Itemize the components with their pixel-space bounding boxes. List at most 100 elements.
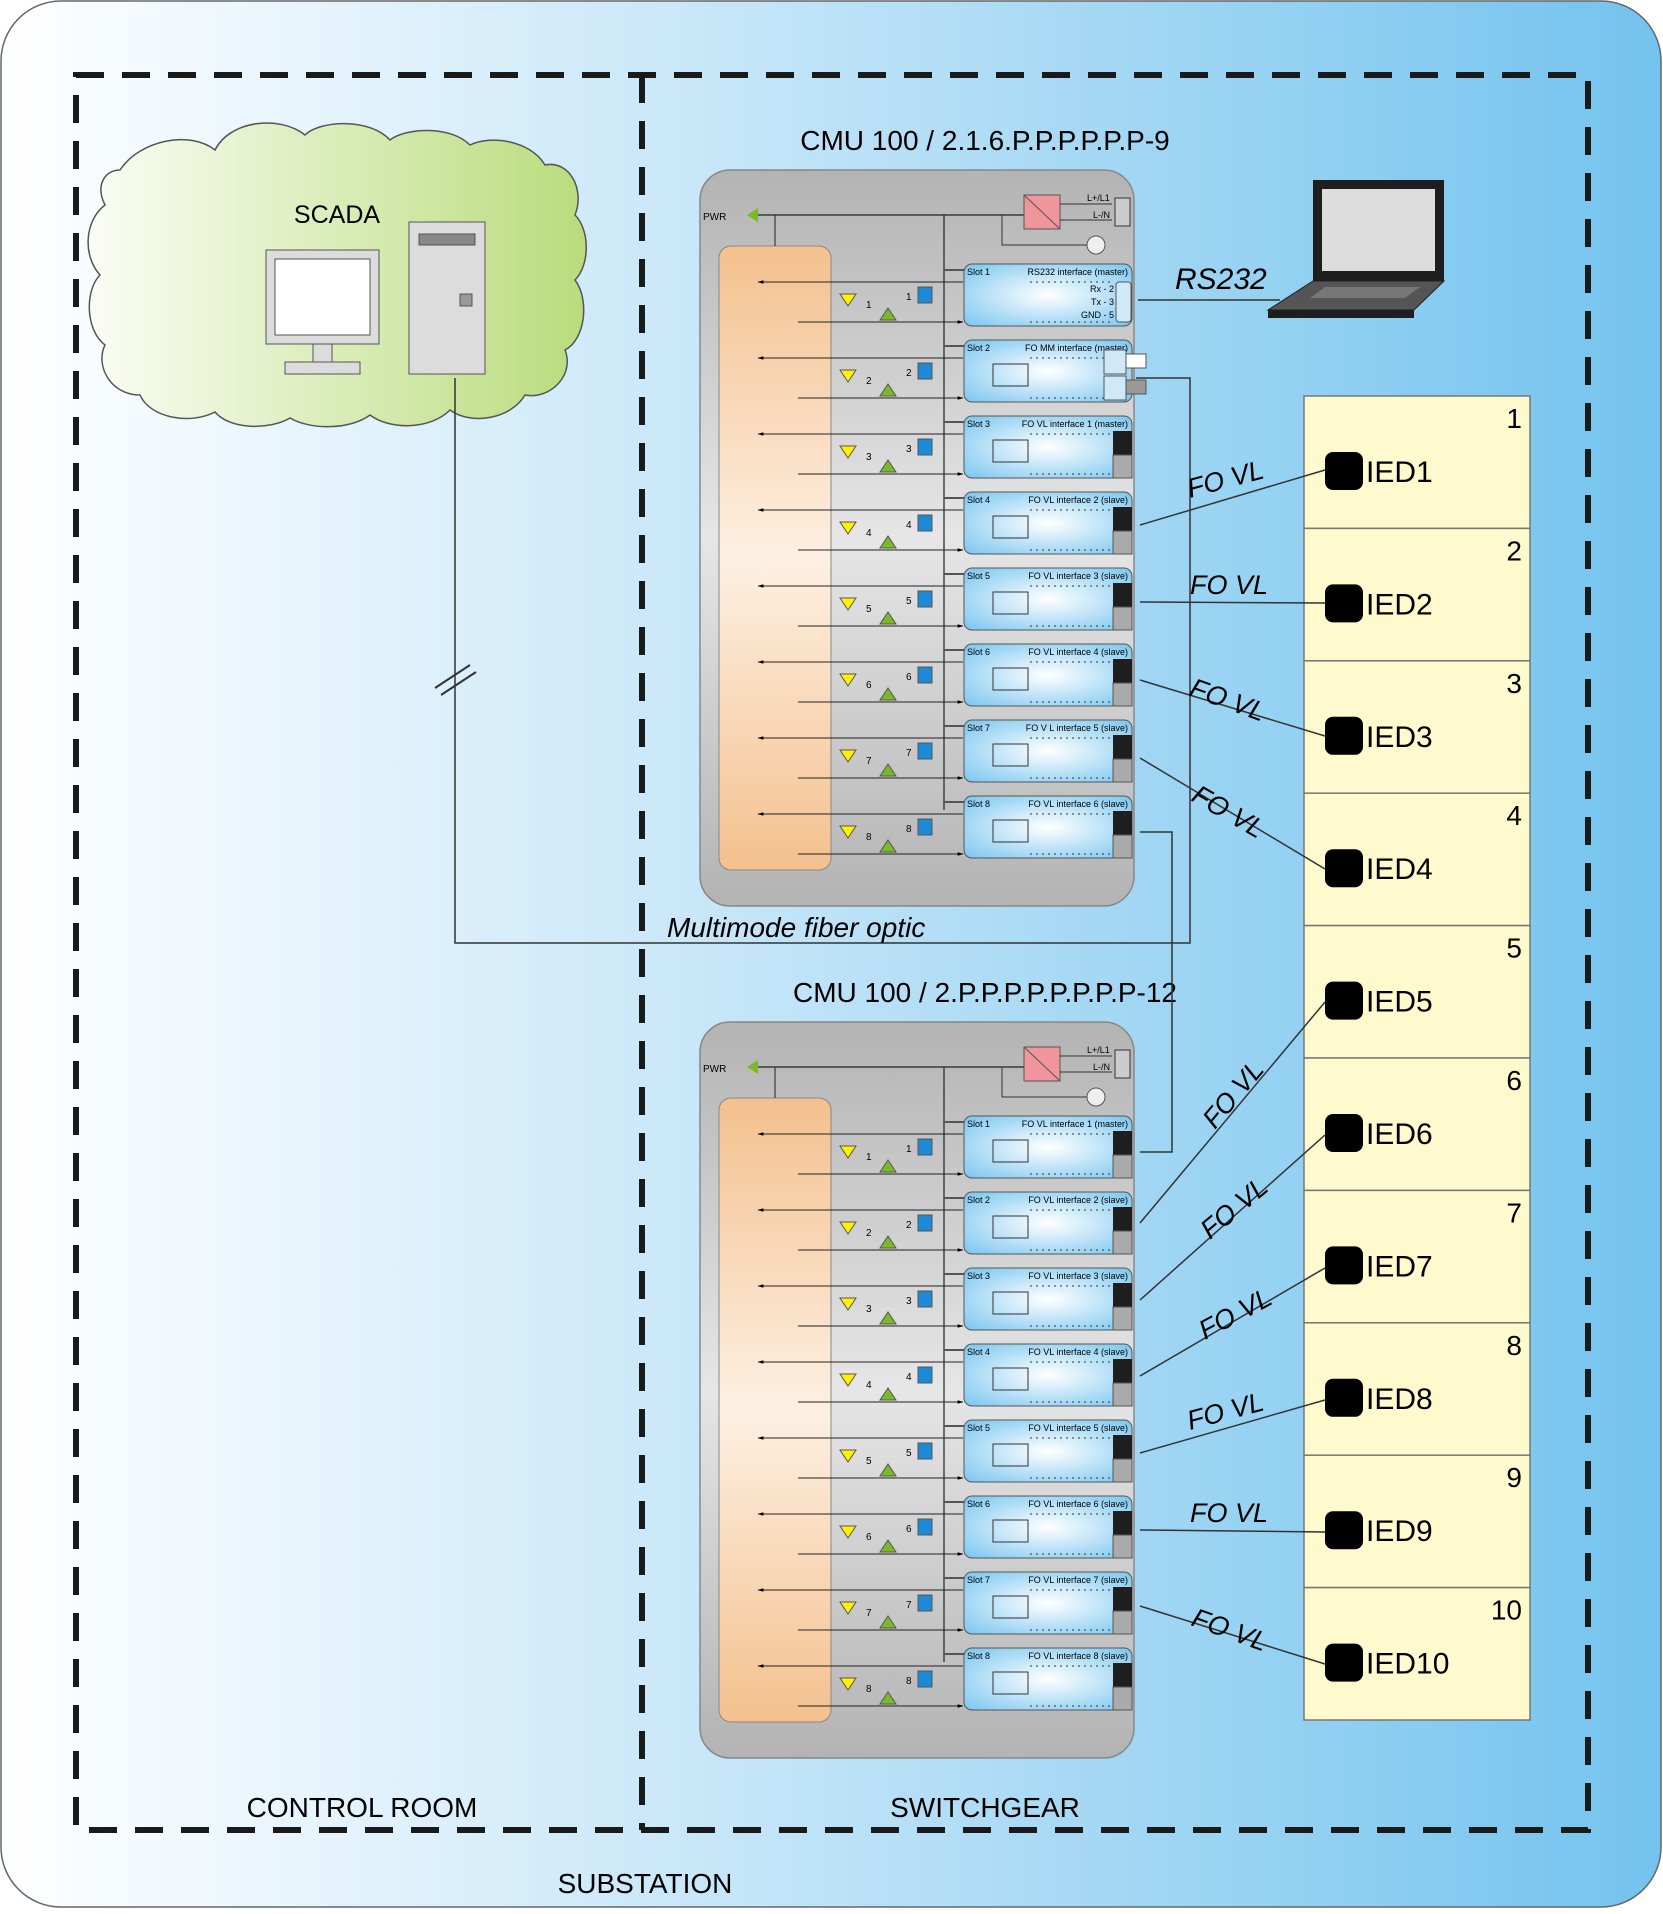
vl-connector-grey	[1112, 1686, 1133, 1711]
optocoupler-icon	[992, 1595, 1029, 1619]
relay-icon	[917, 1366, 933, 1384]
ied-name: IED5	[1366, 986, 1433, 1019]
pwr-led-icon	[747, 208, 758, 222]
optocoupler-icon	[992, 363, 1029, 387]
cmu-1: CMU 100 / 2.1.6.P.P.P.P.P.P-9PWRL+/L1L-/…	[699, 125, 1170, 907]
status-led-yellow-icon	[839, 293, 857, 307]
status-led-green-icon	[879, 1311, 897, 1325]
ied-position-number: 2	[1506, 535, 1522, 566]
optocoupler-icon	[992, 667, 1029, 691]
fo-vl-link-3	[1139, 679, 1326, 737]
fo-vl-link-5	[1139, 1001, 1326, 1224]
vl-connector-grey	[1112, 834, 1133, 859]
cpu-block	[718, 1097, 832, 1723]
relay-number: 8	[906, 824, 912, 835]
channel-number: 5	[866, 1456, 872, 1467]
scada-label: SCADA	[294, 201, 380, 229]
status-led-green-icon	[879, 611, 897, 625]
relay-icon	[917, 742, 933, 760]
rs232-pin-label: Rx - 2	[1090, 284, 1114, 294]
status-led-green-icon	[879, 307, 897, 321]
vl-connector-black	[1113, 1283, 1132, 1307]
status-led-green-icon	[879, 1463, 897, 1477]
channel-number: 4	[866, 528, 872, 539]
vl-connector-black	[1113, 1359, 1132, 1383]
channel-number: 3	[866, 452, 872, 463]
status-led-yellow-icon	[839, 1449, 857, 1463]
cmu-title: CMU 100 / 2.1.6.P.P.P.P.P.P-9	[800, 125, 1169, 156]
relay-number: 2	[906, 368, 912, 379]
scada-monitor-icon	[265, 249, 380, 375]
optocoupler-icon	[992, 1139, 1029, 1163]
slot-box[interactable]	[963, 263, 1133, 327]
ied-name: IED8	[1366, 1383, 1433, 1416]
relay-icon	[917, 1442, 933, 1460]
vl-connector-grey	[1112, 1534, 1133, 1559]
slot-number: Slot 2	[967, 343, 990, 353]
psu-l1-label: L+/L1	[1087, 1045, 1110, 1055]
slot-interface-name: FO VL interface 6 (slave)	[1028, 799, 1128, 809]
mstb-connector	[1114, 1049, 1131, 1079]
ied-position-number: 6	[1506, 1065, 1522, 1096]
cmu-2: CMU 100 / 2.P.P.P.P.P.P.P.P-12PWRL+/L1L-…	[699, 977, 1177, 1759]
ied-position-number: 7	[1506, 1197, 1522, 1228]
status-led-yellow-icon	[839, 445, 857, 459]
ied-name: IED7	[1366, 1250, 1433, 1283]
optocoupler-icon	[992, 1367, 1029, 1391]
slot-number: Slot 8	[967, 1651, 990, 1661]
ied-name: IED2	[1366, 588, 1433, 621]
vl-connector-black	[1113, 507, 1132, 531]
slot-number: Slot 6	[967, 647, 990, 657]
status-led-green-icon	[879, 535, 897, 549]
channel-number: 8	[866, 832, 872, 843]
relay-icon	[917, 666, 933, 684]
mstb-connector	[1114, 197, 1131, 227]
ied-port-icon	[1325, 1511, 1363, 1550]
slot-interface-name: FO VL interface 8 (slave)	[1028, 1651, 1128, 1661]
slot-interface-name: FO VL interface 1 (master)	[1022, 1119, 1128, 1129]
rs232-label: RS232	[1175, 263, 1267, 296]
ied-position-number: 5	[1506, 933, 1522, 964]
relay-number: 7	[906, 748, 912, 759]
channel-number: 2	[866, 376, 872, 387]
slot-number: Slot 1	[967, 267, 990, 277]
slot-interface-name: RS232 interface (master)	[1027, 267, 1128, 277]
vl-connector-black	[1113, 583, 1132, 607]
pwr-label: PWR	[703, 212, 726, 223]
channel-number: 5	[866, 604, 872, 615]
optocoupler-icon	[992, 515, 1029, 539]
relay-icon	[917, 818, 933, 836]
slot-number: Slot 7	[967, 723, 990, 733]
slot-interface-name: FO VL interface 3 (slave)	[1028, 571, 1128, 581]
vl-connector-black	[1113, 431, 1132, 455]
vl-connector-black	[1113, 659, 1132, 683]
relay-icon	[917, 590, 933, 608]
relay-number: 2	[906, 1220, 912, 1231]
